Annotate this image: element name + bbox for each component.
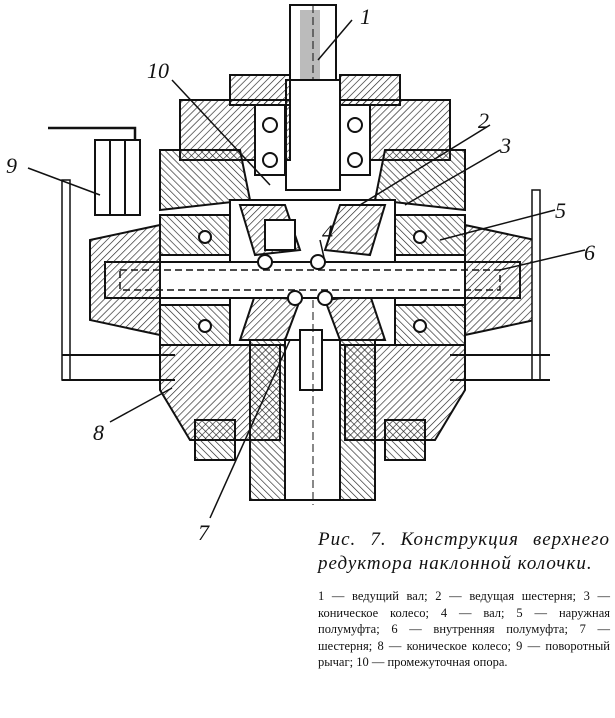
callout-7: 7 xyxy=(198,520,209,545)
callout-8: 8 xyxy=(93,420,104,445)
figure-caption: Рис. 7. Конструкция верхнего редуктора н… xyxy=(318,528,610,671)
leader-lines xyxy=(27,19,586,519)
callout-10: 10 xyxy=(147,58,169,83)
callout-9: 9 xyxy=(6,153,17,178)
caption-legend: 1 — ведущий вал; 2 — ведущая шестерня; 3… xyxy=(318,589,610,669)
callout-3: 3 xyxy=(500,133,511,158)
callout-4: 4 xyxy=(322,220,333,245)
callout-1: 1 xyxy=(360,4,371,29)
callout-2: 2 xyxy=(478,108,489,133)
side-clutches xyxy=(89,189,541,381)
lower-shafts xyxy=(249,300,376,505)
caption-title: Рис. 7. Конструкция верхнего редуктора н… xyxy=(318,529,610,574)
callout-6: 6 xyxy=(584,240,595,265)
drive-shaft xyxy=(285,4,341,191)
rotary-lever xyxy=(48,126,141,381)
callout-5: 5 xyxy=(555,198,566,223)
frame-rails xyxy=(62,354,550,381)
horizontal-shaft xyxy=(104,254,521,306)
upper-housing xyxy=(159,74,466,212)
